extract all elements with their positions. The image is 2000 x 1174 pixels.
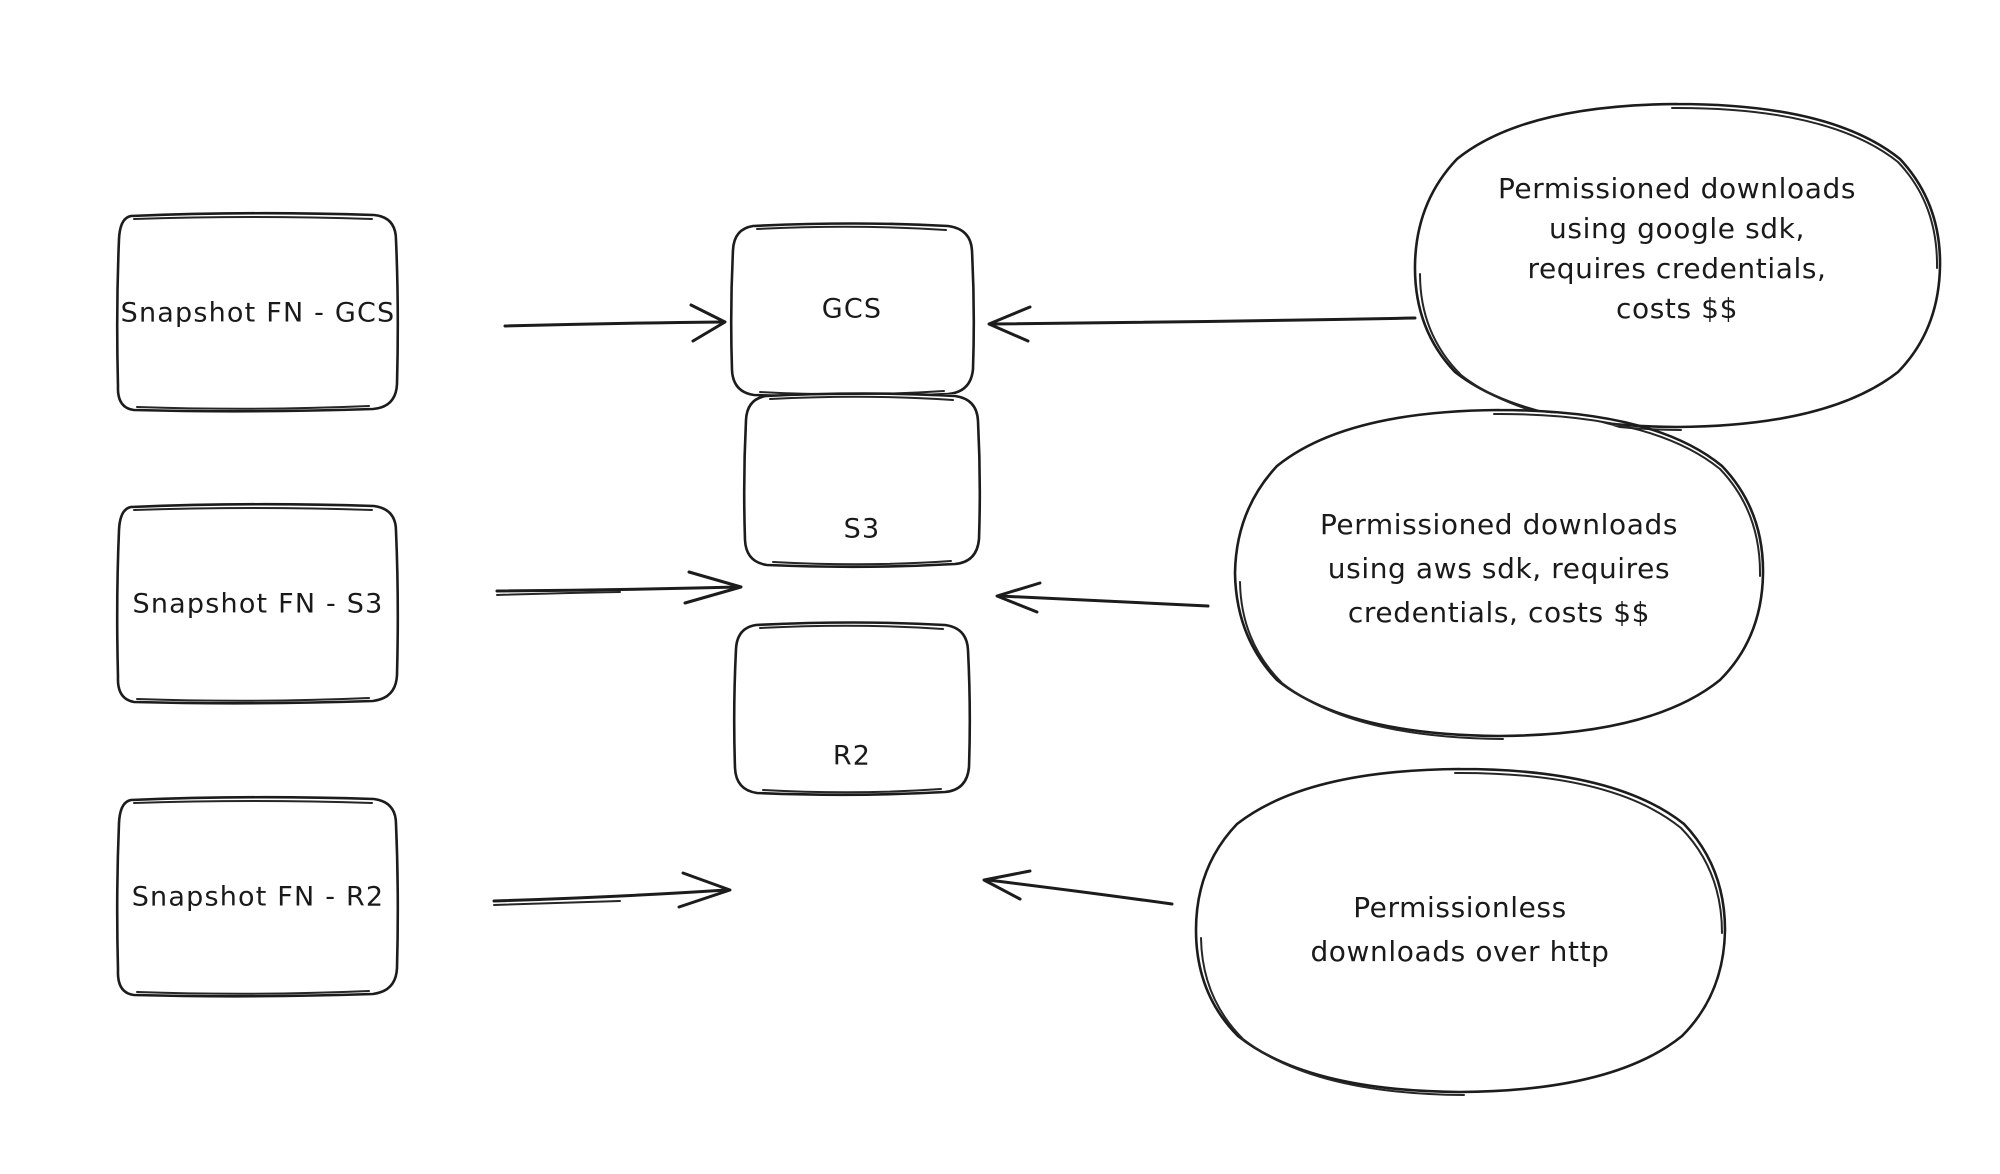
arrow-note-r2-to-r2 (982, 869, 1174, 906)
note-gcs-text: Permissioned downloads using google sdk,… (1498, 172, 1856, 325)
arrow-note-s3-to-s3 (995, 581, 1210, 614)
arrow-note-gcs-to-gcs (987, 305, 1417, 343)
svg-text:Permissioned downloads: Permissioned downloads (1498, 172, 1856, 205)
svg-text:credentials, costs $$: credentials, costs $$ (1348, 596, 1650, 629)
node-label-gcs: GCS (822, 294, 883, 325)
node-label-snapshot-fn-r2: Snapshot FN - R2 (132, 882, 385, 913)
note-gcs[interactable]: Permissioned downloads using google sdk,… (1413, 102, 1942, 431)
note-r2-text: Permissionless downloads over http (1310, 891, 1609, 968)
svg-text:using google sdk,: using google sdk, (1549, 212, 1805, 245)
svg-text:using aws sdk, requires: using aws sdk, requires (1328, 552, 1670, 585)
note-r2[interactable]: Permissionless downloads over http (1194, 767, 1727, 1096)
svg-text:costs $$: costs $$ (1616, 292, 1738, 325)
node-label-r2: R2 (833, 741, 871, 772)
node-s3[interactable]: S3 (742, 392, 982, 569)
node-snapshot-fn-s3[interactable]: Snapshot FN - S3 (115, 502, 400, 705)
arrow-snapshot-gcs-to-gcs (503, 303, 727, 343)
node-label-snapshot-fn-s3: Snapshot FN - S3 (133, 589, 384, 620)
svg-text:downloads over http: downloads over http (1310, 935, 1609, 968)
node-label-s3: S3 (844, 514, 881, 545)
arrow-snapshot-s3-to-s3 (495, 570, 743, 605)
node-gcs[interactable]: GCS (729, 222, 976, 399)
svg-text:Permissionless: Permissionless (1353, 891, 1567, 924)
note-s3[interactable]: Permissioned downloads using aws sdk, re… (1233, 408, 1765, 740)
node-label-snapshot-fn-gcs: Snapshot FN - GCS (121, 298, 396, 329)
node-r2[interactable]: R2 (732, 621, 972, 797)
svg-text:requires credentials,: requires credentials, (1527, 252, 1826, 285)
node-snapshot-fn-gcs[interactable]: Snapshot FN - GCS (115, 211, 400, 413)
note-s3-text: Permissioned downloads using aws sdk, re… (1320, 508, 1678, 629)
svg-text:Permissioned downloads: Permissioned downloads (1320, 508, 1678, 541)
node-snapshot-fn-r2[interactable]: Snapshot FN - R2 (115, 795, 400, 998)
arrow-snapshot-r2-to-r2 (492, 871, 732, 909)
